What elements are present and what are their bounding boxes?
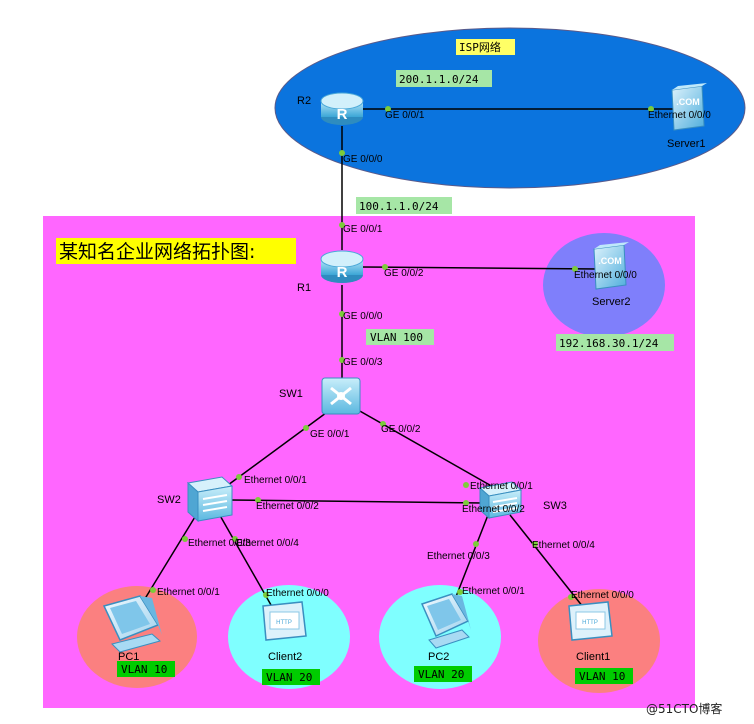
pc1-vlan-label: VLAN 10 [121, 663, 167, 676]
core-switch-icon [321, 377, 361, 415]
client-client1[interactable]: HTTP Client1 [568, 601, 613, 663]
device-name-pc2: PC2 [428, 651, 449, 663]
switch-sw3[interactable]: SW3 [478, 481, 567, 520]
page-title: 某知名企业网络拓扑图: [59, 241, 255, 263]
port-label: Ethernet 0/0/0 [648, 110, 711, 121]
port-label: GE 0/0/3 [343, 357, 383, 368]
router-icon: R [320, 250, 364, 283]
port-label: Ethernet 0/0/4 [236, 538, 299, 549]
device-name-sw2: SW2 [157, 494, 181, 506]
client1-vlan-label: VLAN 10 [579, 670, 625, 683]
device-name-r2: R2 [297, 95, 311, 107]
svg-text:.COM: .COM [598, 256, 622, 266]
isp-subnet-box [396, 70, 492, 87]
device-name-r1: R1 [297, 282, 311, 294]
isp-label: ISP网络 [459, 40, 501, 54]
pc-icon [420, 593, 471, 649]
port-label: Ethernet 0/0/1 [462, 586, 525, 597]
port-label: Ethernet 0/0/3 [427, 551, 490, 562]
link-r1-server2 [361, 266, 599, 270]
server-icon: .COM [671, 83, 707, 131]
client-icon: HTTP [262, 601, 307, 641]
server2-subnet-label: 192.168.30.1/24 [559, 337, 659, 350]
client2-vlan-label: VLAN 20 [266, 671, 312, 684]
title-highlight [56, 238, 296, 264]
port-label: GE 0/0/1 [343, 224, 383, 235]
pc-pc1[interactable]: PC1 [102, 595, 162, 663]
server-icon: .COM [593, 242, 629, 290]
port-label: Ethernet 0/0/0 [571, 590, 634, 601]
switch-sw1[interactable]: SW1 [279, 377, 361, 415]
link-sw1-sw2 [227, 409, 331, 486]
svg-text:HTTP: HTTP [276, 620, 292, 626]
r1-vlan-box [366, 329, 434, 345]
link-sw2-sw3 [229, 499, 483, 504]
port-label: GE 0/0/1 [385, 110, 425, 121]
isp-cloud [274, 27, 746, 189]
switch-icon [478, 481, 523, 520]
isp-label-highlight [456, 39, 515, 55]
device-name-sw3: SW3 [543, 500, 567, 512]
client-client2[interactable]: HTTP Client2 [262, 601, 307, 663]
device-name-server2: Server2 [592, 296, 631, 308]
wan-subnet-label: 100.1.1.0/24 [359, 200, 439, 213]
port-label: GE 0/0/0 [343, 311, 383, 322]
port-label: GE 0/0/2 [381, 424, 421, 435]
port-dots [150, 106, 654, 600]
link-sw3-client1 [509, 514, 588, 613]
device-name-sw1: SW1 [279, 388, 303, 400]
server2-subnet-box [556, 334, 674, 351]
r1-vlan-label: VLAN 100 [370, 331, 423, 344]
pc2-vlan-label: VLAN 20 [418, 668, 464, 681]
svg-text:HTTP: HTTP [582, 620, 598, 626]
port-label: Ethernet 0/0/4 [532, 540, 595, 551]
device-name-server1: Server1 [667, 138, 706, 150]
pc-icon [102, 595, 162, 653]
device-name-pc1: PC1 [118, 651, 139, 663]
port-label: Ethernet 0/0/1 [470, 481, 533, 492]
server-server1[interactable]: .COM Server1 [667, 83, 707, 150]
client-icon: HTTP [568, 601, 613, 641]
port-label: GE 0/0/1 [310, 429, 350, 440]
pc-pc2[interactable]: PC2 [420, 593, 471, 663]
watermark: @51CTO博客 [646, 701, 722, 716]
router-icon: R [320, 92, 364, 125]
device-name-client2: Client2 [268, 651, 302, 663]
server-server2[interactable]: .COM Server2 [592, 242, 631, 308]
router-r2[interactable]: R R2 [297, 92, 364, 125]
svg-text:R: R [337, 106, 348, 123]
client2-vlan-box [262, 669, 320, 685]
port-label: Ethernet 0/0/0 [574, 270, 637, 281]
pc2-vlan-box [414, 666, 472, 682]
client1-vlan-box [575, 668, 633, 684]
pc1-vlan-box [117, 661, 175, 677]
port-label: Ethernet 0/0/3 [188, 538, 251, 549]
svg-text:.COM: .COM [676, 97, 700, 107]
port-label: Ethernet 0/0/2 [462, 504, 525, 515]
router-r1[interactable]: R R1 [297, 250, 364, 294]
wan-subnet-box [356, 197, 452, 214]
svg-text:R: R [337, 264, 348, 281]
port-labels: GE 0/0/1 Ethernet 0/0/0 GE 0/0/0 GE 0/0/… [157, 110, 711, 601]
device-name-client1: Client1 [576, 651, 610, 663]
isp-subnet-label: 200.1.1.0/24 [399, 73, 479, 86]
port-label: Ethernet 0/0/1 [157, 587, 220, 598]
port-label: Ethernet 0/0/2 [256, 501, 319, 512]
switch-sw2[interactable]: SW2 [157, 476, 234, 523]
switch-icon [186, 476, 234, 523]
port-label: Ethernet 0/0/0 [266, 588, 329, 599]
port-label: Ethernet 0/0/1 [244, 475, 307, 486]
port-label: GE 0/0/2 [384, 268, 424, 279]
client1-zone [538, 589, 660, 693]
port-label: GE 0/0/0 [343, 154, 383, 165]
